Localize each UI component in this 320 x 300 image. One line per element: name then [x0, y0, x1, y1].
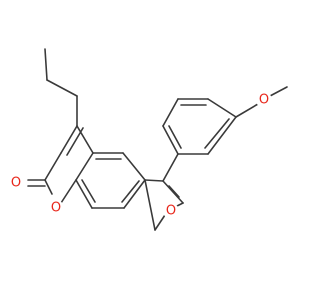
bond [162, 180, 184, 204]
bond [123, 179, 146, 209]
bond [75, 179, 93, 209]
atom-oxygen-methoxy: O [256, 92, 272, 108]
bond [207, 98, 237, 118]
bond [162, 153, 179, 182]
bond [75, 152, 94, 181]
bond [60, 179, 77, 204]
bond [81, 179, 96, 203]
atom-oxygen-furan: O [163, 203, 179, 219]
bond [46, 79, 78, 97]
bond [44, 152, 62, 181]
bond [204, 118, 230, 149]
atom-label: O [51, 201, 61, 216]
bond [168, 185, 180, 198]
bond [207, 116, 237, 155]
bond [44, 179, 53, 195]
bond-layer [27, 48, 288, 231]
bond [162, 125, 179, 155]
bond [121, 180, 140, 203]
bond [168, 125, 182, 149]
bond [44, 48, 48, 81]
atom-oxygen-carbonyl: O [8, 175, 24, 191]
atom-label: O [166, 204, 176, 219]
bond [144, 179, 164, 182]
bond [144, 179, 156, 231]
atom-layer: O O O O [8, 92, 272, 219]
atom-label: O [11, 176, 21, 191]
bond [60, 125, 78, 154]
bond [235, 103, 259, 118]
atom-oxygen-pyran: O [48, 200, 64, 216]
molecule-structure: O O O O [8, 48, 288, 231]
bond [269, 86, 288, 97]
bond [66, 127, 84, 156]
bond [76, 125, 94, 154]
bond [162, 98, 179, 127]
bond [122, 152, 146, 181]
atom-label: O [259, 93, 269, 108]
